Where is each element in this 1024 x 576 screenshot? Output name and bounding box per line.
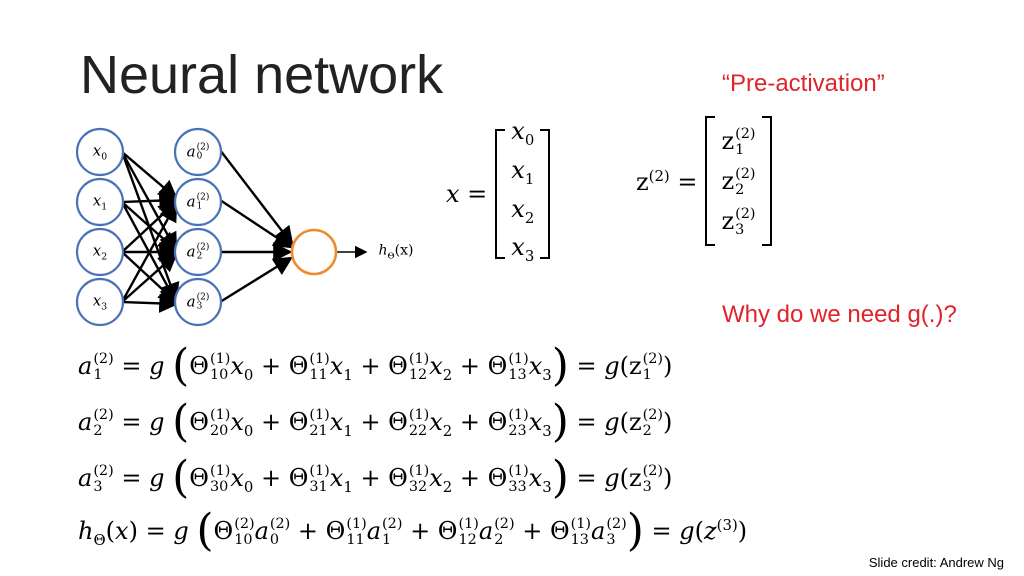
- hidden-label-1: a(2)1: [186, 191, 210, 212]
- hidden-node-1: [173, 177, 223, 227]
- hidden-label-2: a(2)2: [186, 241, 210, 262]
- input-node-1: [75, 177, 125, 227]
- x-vector: x = x0 x1 x2 x3: [446, 116, 551, 271]
- input-node-2: [75, 227, 125, 277]
- left-bracket: [705, 116, 716, 246]
- hidden-node-2: [173, 227, 223, 277]
- hidden-node-3: [173, 277, 223, 327]
- right-bracket: [540, 128, 551, 259]
- output-label: hΘ(x): [378, 242, 414, 262]
- z-vector: z(2) = z(2)1 z(2)2 z(2)3: [636, 116, 772, 246]
- hidden-label-3: a(2)3: [186, 291, 210, 312]
- input-label-2: x2: [92, 241, 108, 263]
- hidden-node-0: [173, 127, 223, 177]
- input-node-3: [75, 277, 125, 327]
- slide-title: Neural network: [80, 45, 444, 105]
- output-node: [290, 228, 338, 276]
- hidden-label-0: a(2)0: [186, 141, 210, 162]
- pre-activation-label: “Pre-activation”: [722, 70, 885, 97]
- input-label-3: x3: [92, 291, 108, 313]
- input-node-0: [75, 127, 125, 177]
- input-label-0: x0: [92, 141, 108, 163]
- why-question: Why do we need g(.)?: [722, 301, 957, 328]
- left-bracket: [495, 128, 506, 259]
- input-label-1: x1: [92, 191, 108, 213]
- right-bracket: [761, 116, 772, 246]
- slide-credit: Slide credit: Andrew Ng: [868, 555, 1004, 570]
